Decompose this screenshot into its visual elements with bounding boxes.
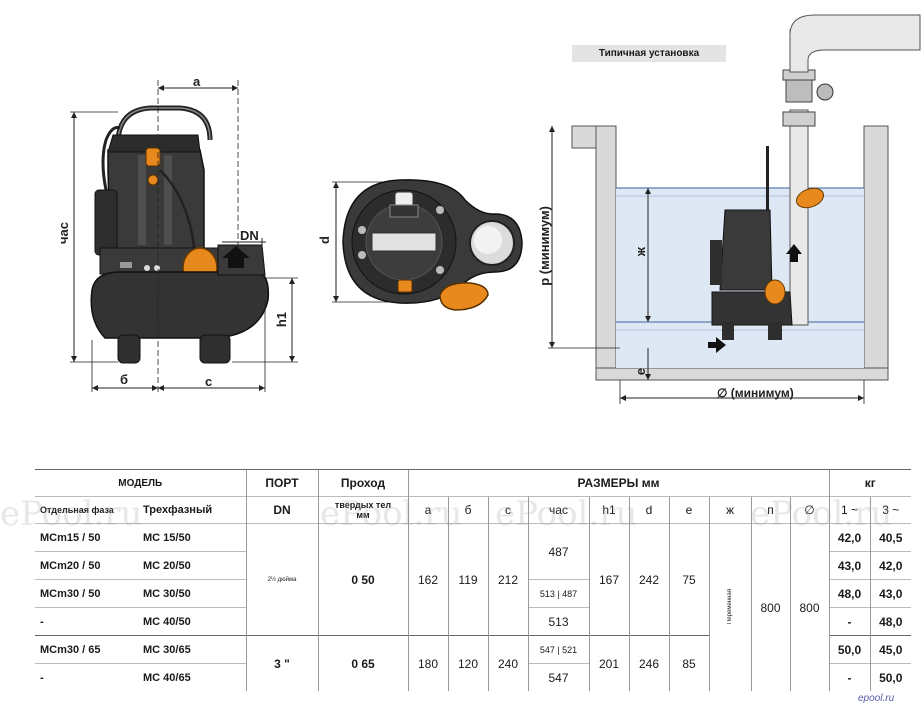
specifications-table: МОДЕЛЬ ПОРТ Проход РАЗМЕРЫ мм кг Отдельн… <box>35 469 911 691</box>
model-single: MCm15 / 50 <box>35 523 138 552</box>
header-sizes: РАЗМЕРЫ мм <box>407 469 829 497</box>
table-row: MCm15 / 50 MC 15/50 2½ дюйма 0 50 162 11… <box>35 523 911 691</box>
dim-label-d: d <box>317 236 332 244</box>
dim-label-p-min: p (минимум) <box>537 206 552 286</box>
header-three-phase: Трехфазный <box>138 496 246 524</box>
c-value: 240 <box>487 635 528 691</box>
header-d: d <box>628 496 669 524</box>
corner-logo: epool.ru <box>858 693 895 704</box>
kg1-value: - <box>828 607 870 636</box>
model-three: MC 20/50 <box>138 551 246 580</box>
header-chas: час <box>527 496 589 524</box>
header-port: ПОРТ <box>245 469 318 497</box>
kg1-value: 43,0 <box>828 551 870 580</box>
model-single: MCm30 / 65 <box>35 635 138 664</box>
header-kg3: 3 ~ <box>869 496 911 524</box>
d-value: 242 <box>628 523 669 636</box>
chas-value: 547 <box>527 663 589 691</box>
model-three: MC 15/50 <box>138 523 246 552</box>
header-kg1: 1 ~ <box>828 496 870 524</box>
header-model: МОДЕЛЬ <box>35 469 246 497</box>
kg1-value: 42,0 <box>828 523 870 552</box>
header-c: с <box>487 496 528 524</box>
table-header-row-1: МОДЕЛЬ ПОРТ Проход РАЗМЕРЫ мм кг <box>35 469 911 497</box>
diam-value: 800 <box>789 523 829 691</box>
a-value: 162 <box>407 523 448 636</box>
header-dn: DN <box>245 496 318 524</box>
kg3-value: 48,0 <box>869 607 911 636</box>
header-mm-text: мм <box>356 510 370 520</box>
table-row: MCm20 / 50 MC 20/50 43,0 42,0 <box>35 551 911 580</box>
dim-label-h1: h1 <box>274 312 289 328</box>
installation-banner: Типичная установка <box>572 45 726 62</box>
h1-value: 167 <box>588 523 629 636</box>
header-zh: ж <box>708 496 751 524</box>
header-b: б <box>447 496 488 524</box>
table-row: MCm30 / 65 MC 30/65 3 " 0 65 180 120 240… <box>35 635 911 691</box>
model-three: MC 30/65 <box>138 635 246 664</box>
chas-value: 513 <box>527 607 589 636</box>
chas-value: 547 | 521 <box>527 635 589 664</box>
model-single: - <box>35 607 138 636</box>
d-value: 246 <box>628 635 669 691</box>
port-value: 2½ дюйма <box>245 523 318 636</box>
h1-value: 201 <box>588 635 629 691</box>
zh-value-text: Переменная <box>727 588 733 624</box>
header-h1: h1 <box>588 496 629 524</box>
header-kg: кг <box>828 469 911 497</box>
e-value: 85 <box>668 635 709 691</box>
dim-label-a: a <box>193 74 201 89</box>
header-e: е <box>668 496 709 524</box>
port-value: 3 " <box>245 635 318 691</box>
dim-label-b: б <box>120 372 129 387</box>
header-passage: Проход <box>317 469 408 497</box>
header-diam: ∅ <box>789 496 829 524</box>
pump-side-view <box>70 80 298 392</box>
zh-value: Переменная <box>708 523 751 691</box>
header-solids-text: твердых тел <box>334 500 392 510</box>
model-three: MC 40/50 <box>138 607 246 636</box>
dim-label-diameter: ∅ (минимум) <box>717 386 794 400</box>
model-single: MCm30 / 50 <box>35 579 138 608</box>
header-single-phase: Отдельная фаза <box>35 496 138 524</box>
a-value: 180 <box>407 635 448 691</box>
e-value: 75 <box>668 523 709 636</box>
typical-installation <box>548 14 921 404</box>
dim-label-zh: ж <box>633 247 648 257</box>
table-header-row-2: Отдельная фаза Трехфазный DN твердых тел… <box>35 496 911 524</box>
header-a: а <box>407 496 448 524</box>
kg3-value: 43,0 <box>869 579 911 608</box>
chas-value: 487 <box>527 523 589 580</box>
table-row: MCm30 / 50 MC 30/50 513 | 487 48,0 43,0 <box>35 579 911 608</box>
passage-value: 0 65 <box>317 635 408 691</box>
model-three: MC 30/50 <box>138 579 246 608</box>
dim-label-dn: DN <box>240 228 259 243</box>
kg3-value: 42,0 <box>869 551 911 580</box>
kg3-value: 45,0 <box>869 635 911 664</box>
kg1-value: 50,0 <box>828 635 870 664</box>
table-row: - MC 40/65 547 - 50,0 <box>35 663 911 691</box>
kg1-value: - <box>828 663 870 691</box>
b-value: 119 <box>447 523 488 636</box>
c-value: 212 <box>487 523 528 636</box>
kg3-value: 50,0 <box>869 663 911 691</box>
kg3-value: 40,5 <box>869 523 911 552</box>
table-row: - MC 40/50 513 - 48,0 <box>35 607 911 636</box>
kg1-value: 48,0 <box>828 579 870 608</box>
model-single: - <box>35 663 138 691</box>
model-three: MC 40/65 <box>138 663 246 691</box>
dim-label-e: e <box>633 368 648 376</box>
header-p: п <box>750 496 790 524</box>
pump-top-view <box>332 179 523 311</box>
chas-value: 513 | 487 <box>527 579 589 608</box>
dim-label-height: час <box>56 222 71 245</box>
model-single: MCm20 / 50 <box>35 551 138 580</box>
dim-label-c: c <box>205 374 213 389</box>
technical-drawings <box>70 14 921 404</box>
b-value: 120 <box>447 635 488 691</box>
passage-value: 0 50 <box>317 523 408 636</box>
p-value: 800 <box>750 523 790 691</box>
